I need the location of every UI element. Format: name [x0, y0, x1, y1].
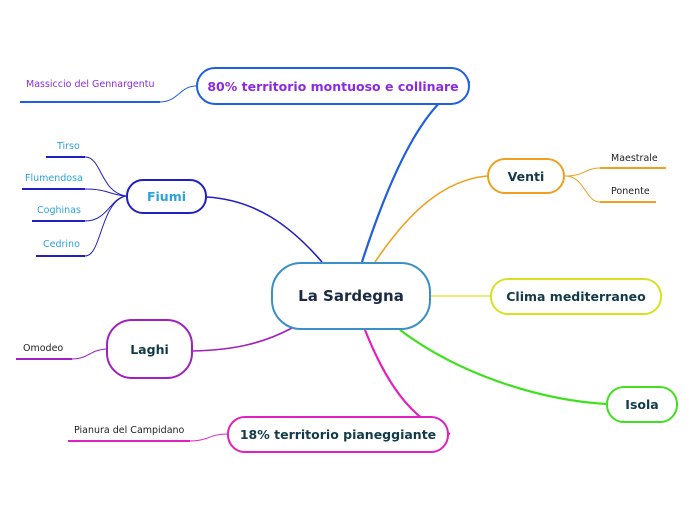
topic-venti-label: Venti — [507, 168, 545, 184]
topic-laghi[interactable]: Laghi — [106, 319, 193, 379]
topic-pianeggiante[interactable]: 18% territorio pianeggiante — [227, 416, 449, 453]
leaf-campidano[interactable]: Pianura del Campidano — [74, 425, 185, 436]
connector-isola — [399, 329, 607, 406]
leaf-ponente-underline — [600, 201, 656, 203]
topic-clima[interactable]: Clima mediterraneo — [490, 278, 662, 315]
central-node[interactable]: La Sardegna — [271, 262, 431, 330]
leaf-campidano-underline — [68, 440, 190, 442]
leaf-maestrale[interactable]: Maestrale — [611, 153, 658, 164]
connector-fiumi — [206, 196, 323, 263]
topic-isola-label: Isola — [625, 397, 659, 412]
topic-clima-label: Clima mediterraneo — [506, 289, 646, 304]
topic-isola[interactable]: Isola — [606, 386, 678, 423]
connector-campidano — [189, 433, 228, 442]
leaf-cedrino[interactable]: Cedrino — [43, 239, 80, 250]
leaf-ponente[interactable]: Ponente — [611, 186, 650, 197]
connector-coghinas — [84, 195, 127, 222]
connector-venti — [374, 175, 488, 263]
connector-tirso — [84, 156, 127, 197]
leaf-cedrino-underline — [36, 255, 85, 257]
leaf-flumendosa[interactable]: Flumendosa — [25, 173, 83, 184]
leaf-flumendosa-underline — [22, 188, 85, 190]
topic-venti[interactable]: Venti — [487, 158, 565, 194]
leaf-gennargentu[interactable]: Massiccio del Gennargentu — [26, 79, 155, 90]
leaf-gennargentu-underline — [20, 101, 160, 103]
leaf-maestrale-underline — [600, 167, 666, 169]
connector-ponente — [564, 175, 601, 203]
topic-montuoso[interactable]: 80% territorio montuoso e collinare — [196, 67, 470, 105]
leaf-tirso[interactable]: Tirso — [57, 141, 80, 152]
topic-fiumi-label: Fiumi — [146, 189, 187, 204]
leaf-coghinas-underline — [32, 220, 85, 222]
topic-fiumi[interactable]: Fiumi — [126, 179, 207, 214]
topic-laghi-label: Laghi — [130, 341, 169, 357]
connector-omodeo — [71, 348, 107, 360]
topic-montuoso-label: 80% territorio montuoso e collinare — [207, 78, 459, 94]
connector-montuoso — [360, 80, 471, 263]
connector-flumendosa — [84, 188, 127, 197]
topic-pianeggiante-label: 18% territorio pianeggiante — [239, 427, 437, 442]
connector-laghi — [192, 327, 293, 352]
connector-cedrino — [84, 195, 127, 257]
central-node-label: La Sardegna — [298, 287, 404, 305]
connector-gennargentu — [159, 85, 197, 103]
leaf-coghinas[interactable]: Coghinas — [37, 205, 81, 216]
leaf-tirso-underline — [46, 156, 85, 158]
leaf-omodeo[interactable]: Omodeo — [23, 343, 64, 354]
leaf-omodeo-underline — [16, 358, 72, 360]
connector-maestrale — [564, 167, 601, 177]
